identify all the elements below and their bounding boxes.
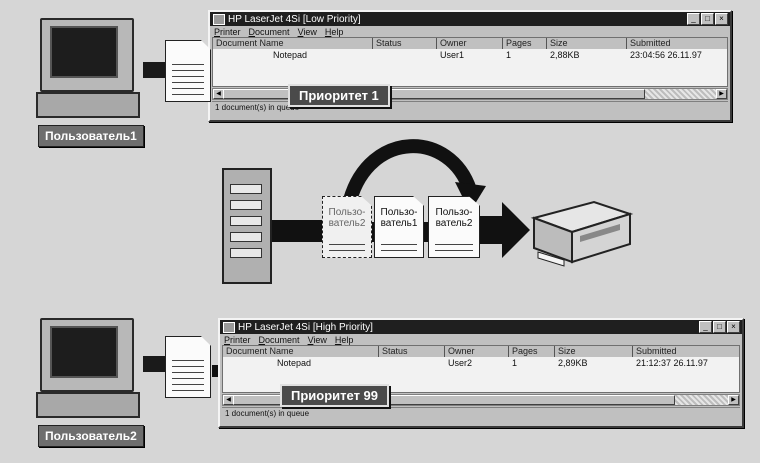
col-pages[interactable]: Pages xyxy=(509,346,555,357)
queue-doc-user1: Пользо- ватель1 xyxy=(374,196,424,258)
window-titlebar[interactable]: HP LaserJet 4Si [High Priority] _ □ × xyxy=(220,320,742,334)
doc-a-line2: ватель2 xyxy=(328,218,366,229)
menu-document[interactable]: Document xyxy=(258,334,300,345)
priority-label-high: Приоритет 99 xyxy=(280,384,390,407)
col-submitted[interactable]: Submitted xyxy=(636,346,677,356)
cell-name: Notepad xyxy=(273,50,308,60)
status-bar: 1 document(s) in queue xyxy=(222,407,740,419)
cell-pages: 1 xyxy=(512,358,518,368)
menubar: Printer Document View Help xyxy=(220,334,742,345)
cell-owner: User1 xyxy=(440,50,465,60)
user1-label: Пользователь1 xyxy=(38,125,144,147)
table-header: Document Name Status Owner Pages Size Su… xyxy=(213,38,727,49)
col-status[interactable]: Status xyxy=(373,38,437,49)
document-icon xyxy=(165,40,211,102)
user2-label: Пользователь2 xyxy=(38,425,144,447)
cell-status xyxy=(373,49,437,61)
col-pages[interactable]: Pages xyxy=(503,38,547,49)
queue-doc-user2: Пользо- ватель2 xyxy=(428,196,480,258)
priority-label-low: Приоритет 1 xyxy=(288,84,390,107)
table-row[interactable]: Notepad User1 1 2,88KB 23:04:56 26.11.97 xyxy=(213,49,727,61)
cell-size: 2,89KB xyxy=(558,358,588,368)
cell-name: Notepad xyxy=(277,358,312,368)
queue-doc-moved: Пользо- ватель2 xyxy=(322,196,372,258)
printer-icon xyxy=(213,13,225,25)
cell-submitted: 21:12:37 26.11.97 xyxy=(636,358,708,368)
minimize-button[interactable]: _ xyxy=(699,321,712,333)
col-size[interactable]: Size xyxy=(555,346,633,357)
window-titlebar[interactable]: HP LaserJet 4Si [Low Priority] _ □ × xyxy=(210,12,730,26)
cell-owner: User2 xyxy=(448,358,473,368)
doc-b-line1: Пользо- xyxy=(380,207,418,218)
menu-document[interactable]: Document xyxy=(248,26,290,37)
printer-icon xyxy=(530,200,634,267)
minimize-button[interactable]: _ xyxy=(687,13,700,25)
doc-b-line2: ватель1 xyxy=(380,218,418,229)
col-document-name[interactable]: Document Name xyxy=(223,346,379,357)
menubar: Printer Document View Help xyxy=(210,26,730,37)
menu-view[interactable]: View xyxy=(297,26,317,37)
menu-help[interactable]: Help xyxy=(324,26,344,37)
server-icon xyxy=(222,168,272,284)
col-owner[interactable]: Owner xyxy=(437,38,503,49)
table-row[interactable]: Notepad User2 1 2,89KB 21:12:37 26.11.97 xyxy=(223,357,739,369)
table-header: Document Name Status Owner Pages Size Su… xyxy=(223,346,739,357)
close-button[interactable]: × xyxy=(727,321,740,333)
scroll-thumb[interactable] xyxy=(223,89,645,99)
menu-printer[interactable]: Printer xyxy=(224,334,251,345)
maximize-button[interactable]: □ xyxy=(713,321,726,333)
menu-help[interactable]: Help xyxy=(334,334,354,345)
cell-status xyxy=(379,357,445,369)
monitor-icon xyxy=(50,26,118,78)
scroll-thumb[interactable] xyxy=(233,395,675,405)
cell-size: 2,88KB xyxy=(550,50,580,60)
window-title: HP LaserJet 4Si [Low Priority] xyxy=(228,13,361,25)
document-icon xyxy=(165,336,211,398)
doc-c-line2: ватель2 xyxy=(435,218,473,229)
monitor-icon xyxy=(50,326,118,378)
col-status[interactable]: Status xyxy=(379,346,445,357)
cell-submitted: 23:04:56 26.11.97 xyxy=(630,50,702,60)
scroll-right-icon[interactable]: ▶ xyxy=(716,89,727,99)
doc-c-line1: Пользо- xyxy=(435,207,473,218)
menu-printer[interactable]: Printer xyxy=(214,26,241,37)
maximize-button[interactable]: □ xyxy=(701,13,714,25)
doc-a-line1: Пользо- xyxy=(328,207,366,218)
col-owner[interactable]: Owner xyxy=(445,346,509,357)
close-button[interactable]: × xyxy=(715,13,728,25)
printer-queue-window-low[interactable]: HP LaserJet 4Si [Low Priority] _ □ × Pri… xyxy=(208,10,732,122)
printer-queue-window-high[interactable]: HP LaserJet 4Si [High Priority] _ □ × Pr… xyxy=(218,318,744,428)
col-document-name[interactable]: Document Name xyxy=(213,38,373,49)
menu-view[interactable]: View xyxy=(307,334,327,345)
status-bar: 1 document(s) in queue xyxy=(212,101,728,113)
window-title: HP LaserJet 4Si [High Priority] xyxy=(238,321,373,333)
scroll-right-icon[interactable]: ▶ xyxy=(728,395,739,405)
printer-icon xyxy=(223,321,235,333)
queue-table: Document Name Status Owner Pages Size Su… xyxy=(222,345,740,393)
cell-pages: 1 xyxy=(506,50,512,60)
col-size[interactable]: Size xyxy=(547,38,627,49)
queue-table: Document Name Status Owner Pages Size Su… xyxy=(212,37,728,87)
col-submitted[interactable]: Submitted xyxy=(630,38,671,48)
